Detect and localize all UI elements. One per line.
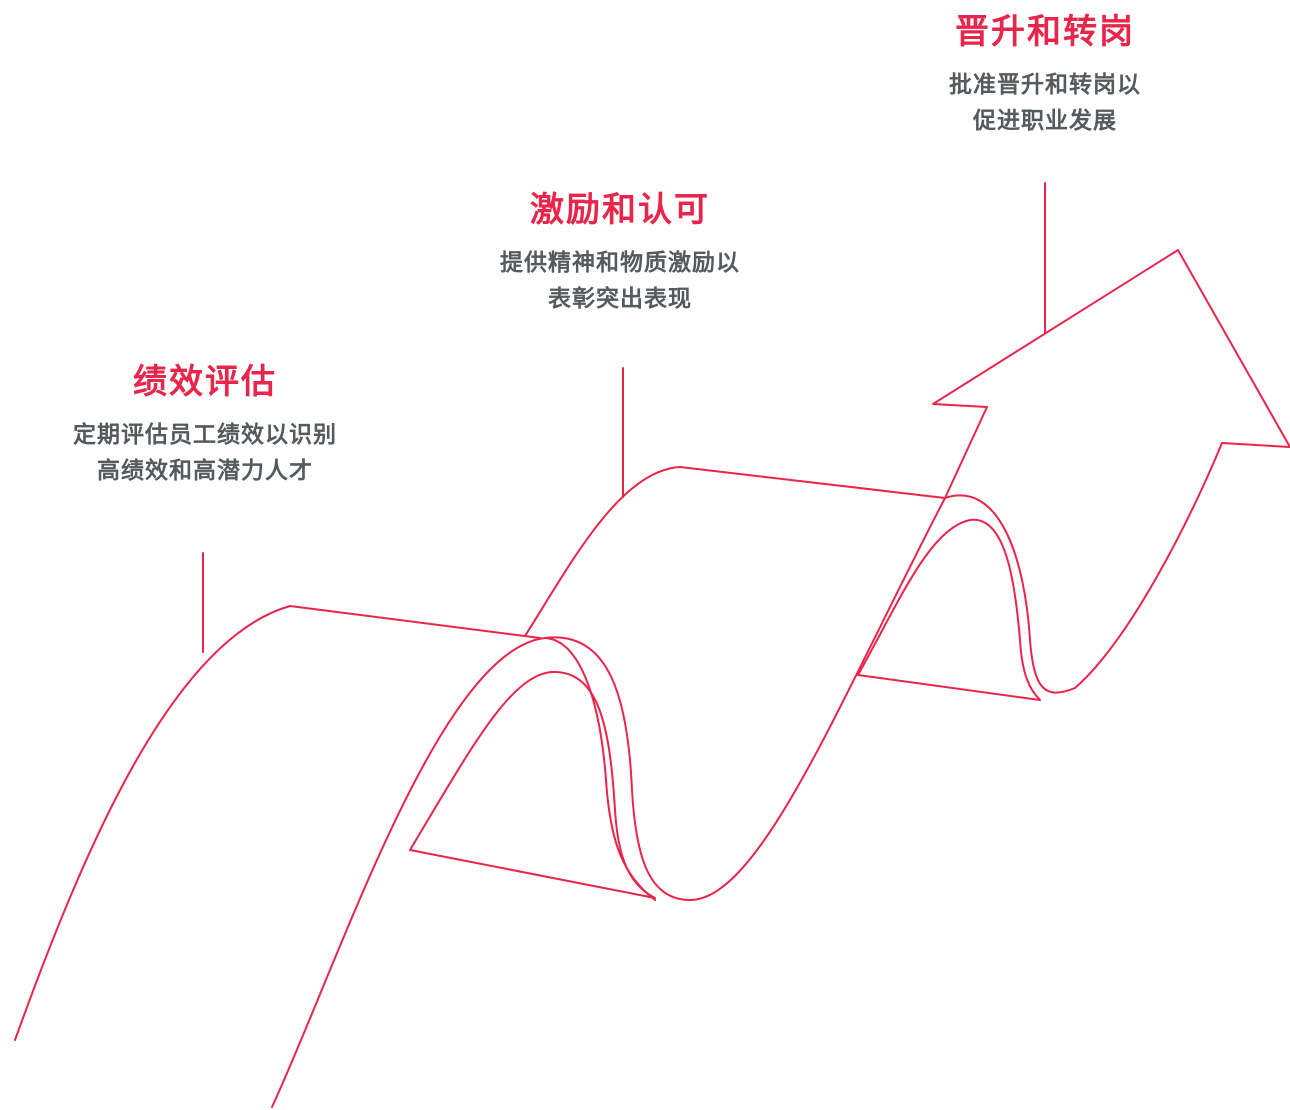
ribbon-loop-1 bbox=[544, 497, 946, 901]
step-title: 绩效评估 bbox=[133, 362, 277, 402]
step-description-line: 促进职业发展 bbox=[973, 107, 1117, 134]
step-description: 批准晋升和转岗以 促进职业发展 bbox=[895, 67, 1195, 139]
step-description: 提供精神和物质激励以 表彰突出表现 bbox=[445, 245, 795, 317]
ribbon-loop-1-inner bbox=[409, 670, 656, 899]
ribbon-hump-2-back bbox=[524, 466, 946, 637]
step-block-recognition: 激励和认可 提供精神和物质激励以 表彰突出表现 bbox=[445, 190, 795, 317]
step-title: 晋升和转岗 bbox=[955, 12, 1135, 52]
ribbon-loop-2 bbox=[944, 442, 1223, 694]
step-description: 定期评估员工绩效以识别 高绩效和高潜力人才 bbox=[25, 417, 385, 489]
arrow-head bbox=[932, 249, 1290, 499]
step-description-line: 提供精神和物质激励以 bbox=[500, 249, 740, 276]
step-description-line: 批准晋升和转岗以 bbox=[949, 71, 1141, 98]
step-description-line: 高绩效和高潜力人才 bbox=[97, 457, 313, 484]
ribbon-loop-2-inner bbox=[857, 518, 1041, 701]
step-block-performance: 绩效评估 定期评估员工绩效以识别 高绩效和高潜力人才 bbox=[25, 362, 385, 489]
ribbon-hump-1-front bbox=[271, 637, 546, 1108]
ribbon-hump-1-tail bbox=[544, 637, 656, 901]
ribbon-hump-1-back bbox=[14, 605, 541, 1041]
step-block-promotion: 晋升和转岗 批准晋升和转岗以 促进职业发展 bbox=[895, 12, 1195, 139]
step-title: 激励和认可 bbox=[530, 190, 710, 230]
step-description-line: 定期评估员工绩效以识别 bbox=[73, 421, 337, 448]
step-description-line: 表彰突出表现 bbox=[548, 285, 692, 312]
